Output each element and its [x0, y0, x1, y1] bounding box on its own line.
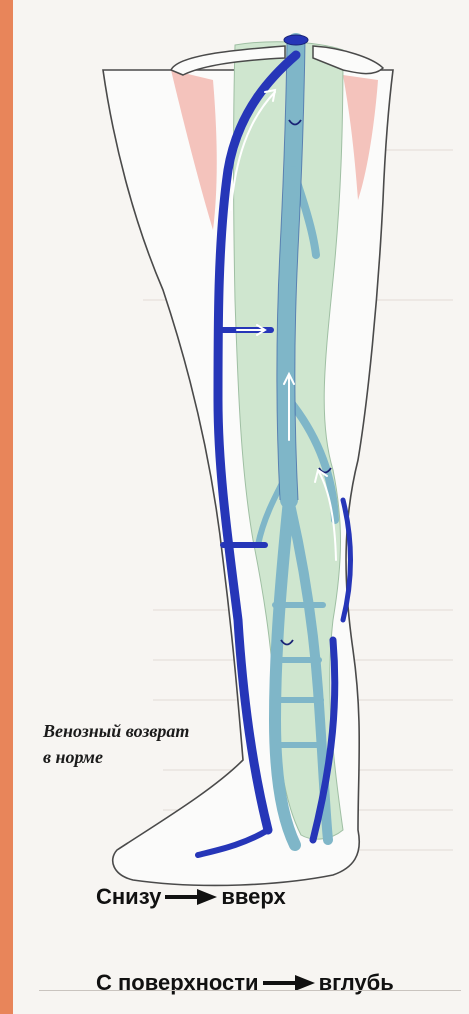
caption-line-1: Венозный возврат [43, 718, 189, 744]
flow-direction-1: Снизу вверх [96, 884, 286, 910]
flow-1-from: Снизу [96, 884, 161, 910]
leg-venous-illustration [13, 0, 469, 1014]
arrow-right-icon [165, 888, 217, 906]
flow-1-to: вверх [221, 884, 285, 910]
vessel-cross-section [284, 35, 308, 45]
caption-line-2: в норме [43, 744, 189, 770]
figure-caption: Венозный возврат в норме [43, 718, 189, 770]
figure-page: Венозный возврат в норме Снизу вверх С п… [13, 0, 469, 1014]
bottom-rule [39, 990, 461, 1014]
